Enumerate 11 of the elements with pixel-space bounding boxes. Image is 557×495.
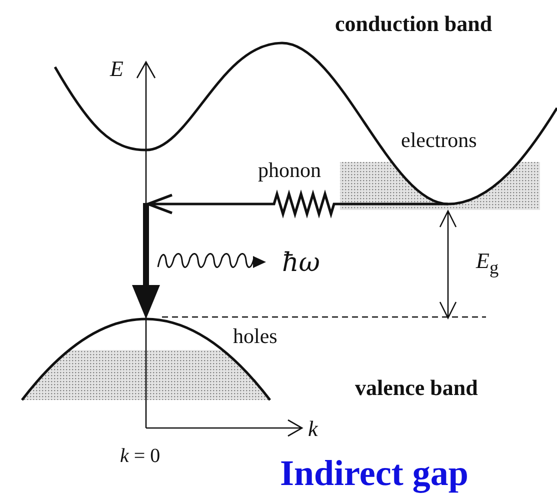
band-label: valence band <box>355 377 478 399</box>
region-label: electrons <box>401 130 477 151</box>
axis-label: E <box>110 58 124 80</box>
axis-label: k <box>308 418 318 440</box>
energy-gap-label: E$_{g}$ <box>476 250 499 277</box>
axis-tick-label: k = 0 <box>120 446 160 466</box>
band-label: conduction band <box>335 13 492 35</box>
phonon-label: phonon <box>258 160 321 181</box>
region-label: holes <box>233 326 278 347</box>
photon-label: ħω <box>282 250 320 276</box>
caption: Indirect gap <box>280 455 468 491</box>
